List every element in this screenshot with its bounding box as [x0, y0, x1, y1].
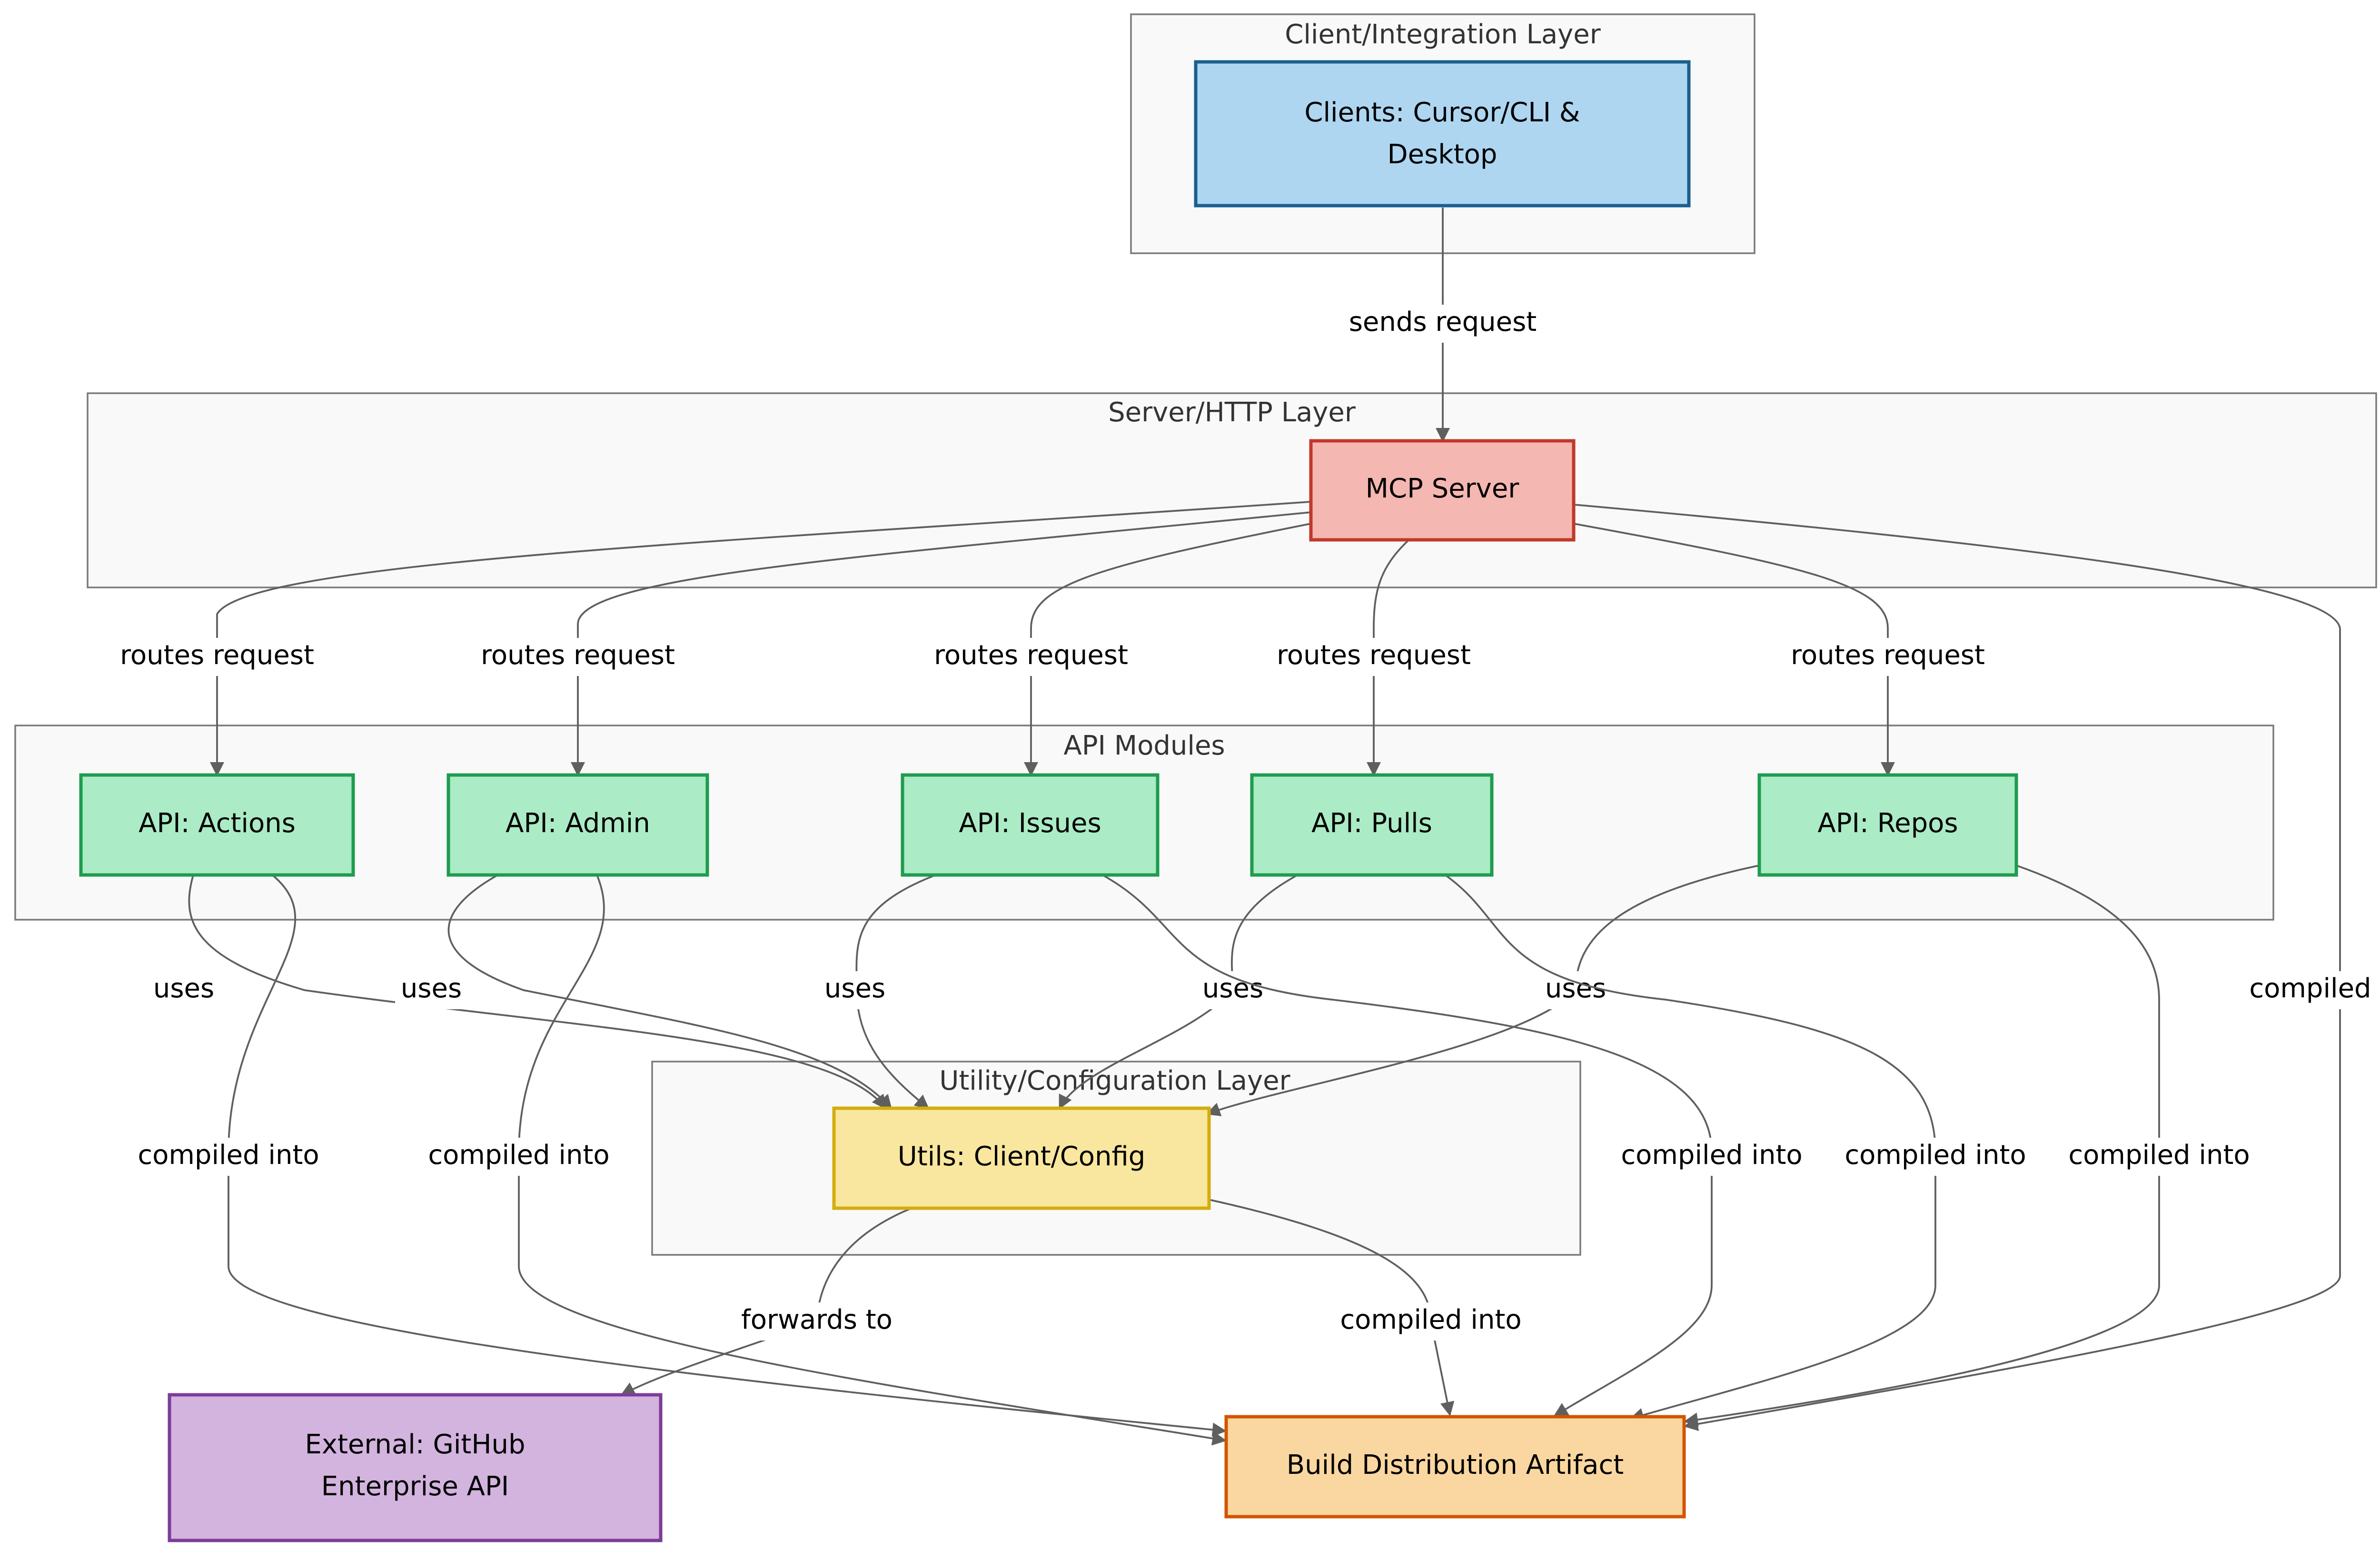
cluster-title-utils: Utility/Configuration Layer	[939, 1065, 1290, 1096]
edge-label-compiled-actions: compiled into	[138, 1140, 319, 1171]
node-build-distribution-artifact[interactable]: Build Distribution Artifact	[1224, 1415, 1686, 1519]
cluster-title-server: Server/HTTP Layer	[1108, 397, 1356, 428]
node-mcp-server-label: MCP Server	[1366, 473, 1520, 504]
node-utils-label: Utils: Client/Config	[898, 1141, 1146, 1172]
node-artifact-label: Build Distribution Artifact	[1287, 1450, 1624, 1480]
edge-label-compiled-pulls: compiled into	[1844, 1140, 2026, 1171]
node-api-admin[interactable]: API: Admin	[446, 773, 709, 877]
node-api-pulls[interactable]: API: Pulls	[1250, 773, 1494, 877]
edge-routes-admin: routes request	[478, 511, 1311, 776]
edge-uses-issues: uses	[819, 874, 936, 1109]
cluster-title-client: Client/Integration Layer	[1285, 19, 1601, 50]
node-external-label-line2: Enterprise API	[321, 1471, 509, 1502]
edge-label-compiled-issues: compiled into	[1621, 1140, 1802, 1171]
edge-label-routes-repos: routes request	[1791, 640, 1985, 671]
edge-routes-pulls: routes request	[1274, 539, 1474, 776]
edge-label-uses-issues: uses	[824, 973, 885, 1004]
edge-label-sends-request: sends request	[1349, 307, 1537, 338]
node-api-issues[interactable]: API: Issues	[901, 773, 1160, 877]
node-api-actions[interactable]: API: Actions	[79, 773, 355, 877]
edge-compiled-utils: compiled into	[1209, 1199, 1526, 1416]
edge-compiled-admin: compiled into	[419, 874, 1227, 1446]
edge-sends-request: sends request	[1342, 208, 1543, 442]
node-clients-label-line1: Clients: Cursor/CLI &	[1304, 97, 1580, 128]
edge-label-routes-pulls: routes request	[1277, 640, 1471, 671]
edge-label-routes-issues: routes request	[934, 640, 1128, 671]
node-api-pulls-label: API: Pulls	[1311, 808, 1432, 839]
edge-uses-admin: uses	[395, 874, 892, 1110]
edge-forwards-to: forwards to	[620, 1206, 914, 1396]
edge-label-compiled-admin: compiled into	[428, 1140, 609, 1171]
edge-mcp-compiled-into: compiled into	[1573, 504, 2380, 1431]
edge-label-compiled-utils: compiled into	[1340, 1304, 1521, 1335]
node-api-repos[interactable]: API: Repos	[1757, 773, 2018, 877]
edge-label-uses-actions: uses	[153, 973, 214, 1004]
edge-label-mcp-compiled: compiled into	[2249, 973, 2380, 1004]
edge-label-routes-actions: routes request	[120, 640, 314, 671]
node-mcp-server[interactable]: MCP Server	[1309, 439, 1576, 542]
edge-uses-pulls: uses	[1059, 874, 1298, 1110]
edge-compiled-actions: compiled into	[129, 874, 1227, 1437]
node-utils-client-config[interactable]: Utils: Client/Config	[832, 1106, 1211, 1210]
node-api-issues-label: API: Issues	[959, 808, 1101, 839]
edge-uses-actions: uses	[148, 874, 886, 1110]
node-clients[interactable]: Clients: Cursor/CLI & Desktop	[1194, 60, 1691, 208]
edge-compiled-pulls: compiled into	[1444, 874, 2035, 1422]
node-api-repos-label: API: Repos	[1817, 808, 1958, 839]
edge-label-uses-admin: uses	[401, 973, 462, 1004]
edge-compiled-issues: compiled into	[1102, 874, 1812, 1417]
node-external-label-line1: External: GitHub	[305, 1429, 525, 1460]
edge-routes-repos: routes request	[1573, 523, 1988, 776]
edge-label-routes-admin: routes request	[481, 640, 675, 671]
edge-routes-actions: routes request	[117, 501, 1311, 776]
node-external-github-enterprise-api[interactable]: External: GitHub Enterprise API	[168, 1393, 663, 1542]
cluster-title-api: API Modules	[1063, 730, 1225, 761]
edge-label-forwards-to: forwards to	[741, 1304, 892, 1335]
node-api-actions-label: API: Actions	[139, 808, 296, 839]
edge-uses-repos: uses	[1206, 864, 1760, 1116]
node-api-admin-label: API: Admin	[506, 808, 650, 839]
cluster-server-http-layer: Server/HTTP Layer	[87, 392, 2377, 588]
edge-routes-issues: routes request	[931, 523, 1311, 776]
edge-label-compiled-repos: compiled into	[2068, 1140, 2250, 1171]
node-clients-label-line2: Desktop	[1388, 139, 1497, 170]
edge-compiled-repos: compiled into	[1684, 864, 2259, 1427]
